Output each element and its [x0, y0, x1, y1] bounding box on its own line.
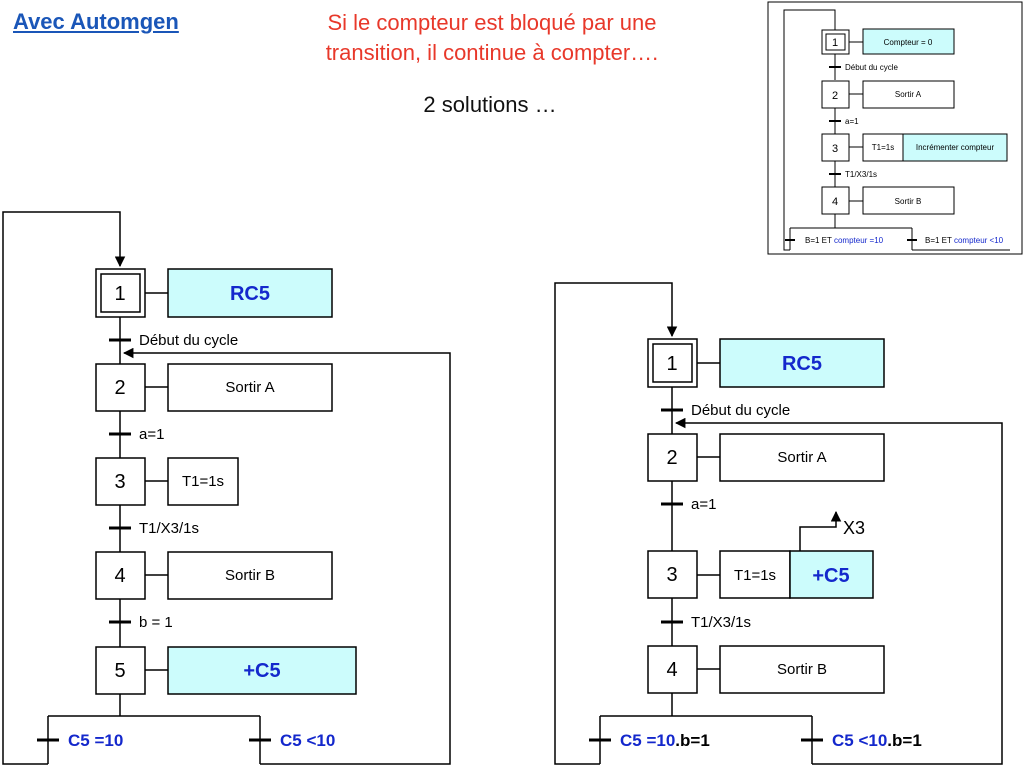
mini-step-number: 3	[832, 143, 838, 155]
mini-step-number: 4	[832, 196, 838, 208]
mini-action-box	[902, 133, 1008, 162]
left-transition-label: T1/X3/1s	[139, 520, 199, 537]
left-action-text: Sortir B	[225, 567, 275, 584]
page-title: Avec Automgen	[13, 9, 179, 34]
right-transition-label: T1/X3/1s	[691, 614, 751, 631]
mini-transition-label: T1/X3/1s	[845, 170, 877, 179]
right-action-t1	[719, 550, 791, 599]
left-transition-label: a=1	[139, 426, 164, 443]
right-action-text: Sortir A	[777, 449, 826, 466]
left-step-5	[95, 646, 146, 695]
mini-transition-label: Début du cycle	[845, 63, 898, 72]
mini-step-3	[821, 133, 850, 162]
right-step-number: 1	[666, 353, 677, 375]
right-step-1-inner	[652, 343, 693, 383]
right-branch-left-label: C5 =10.b=1	[620, 731, 710, 750]
mini-action-text: Compteur = 0	[884, 38, 933, 47]
right-transition-label: a=1	[691, 496, 716, 513]
right-branch-right-label: C5 <10.b=1	[832, 731, 922, 750]
right-event-arrow	[799, 510, 842, 551]
mini-action-text: T1=1s	[872, 143, 894, 152]
mini-step-number: 1	[832, 37, 838, 49]
solutions-text: 2 solutions …	[423, 92, 557, 117]
left-action-sortir-b	[167, 551, 333, 600]
left-transition-label: Début du cycle	[139, 332, 238, 349]
left-action-t1	[167, 457, 239, 506]
right-transition-label: Début du cycle	[691, 402, 790, 419]
right-inner-loop	[674, 417, 1003, 765]
headline-line-2: transition, il continue à compter….	[325, 40, 659, 65]
left-outer-loop	[2, 211, 126, 765]
mini-transition-label: a=1	[845, 117, 859, 126]
left-action-sortir-a	[167, 363, 333, 412]
right-action-sortir-b	[719, 645, 885, 694]
left-step-number: 2	[114, 377, 125, 399]
mini-action-text: Sortir A	[895, 90, 922, 99]
left-action-text: +C5	[243, 660, 280, 682]
right-step-number: 3	[666, 564, 677, 586]
mini-action-box	[862, 28, 955, 55]
mini-loop-line	[783, 9, 836, 251]
left-transition-label: b = 1	[139, 614, 173, 631]
headline-line-1: Si le compteur est bloqué par une	[327, 10, 657, 35]
left-step-number: 4	[114, 565, 125, 587]
right-action-text: +C5	[812, 565, 849, 587]
right-action-text: T1=1s	[734, 567, 776, 584]
mini-step-number: 2	[832, 90, 838, 102]
left-step-2	[95, 363, 146, 412]
right-step-number: 2	[666, 447, 677, 469]
right-step-2	[647, 433, 698, 482]
left-step-3	[95, 457, 146, 506]
right-step-3	[647, 550, 698, 599]
right-step-number: 4	[666, 659, 677, 681]
mini-branch-left-label: B=1 ET compteur =10	[805, 236, 884, 245]
right-action-plus-c5	[789, 550, 874, 599]
right-action-text: Sortir B	[777, 661, 827, 678]
left-step-1-inner	[100, 273, 141, 313]
headline: Si le compteur est bloqué par une transi…	[262, 8, 722, 68]
left-action-text: Sortir A	[225, 379, 274, 396]
mini-step-1-inner	[825, 33, 846, 51]
left-action-text: RC5	[230, 283, 270, 305]
mini-action-box	[862, 186, 955, 215]
left-inner-loop	[122, 347, 451, 765]
right-event-label: X3	[843, 518, 865, 538]
mini-branch-right-label: B=1 ET compteur <10	[925, 236, 1004, 245]
left-step-4	[95, 551, 146, 600]
mini-action-text: Incrémenter compteur	[916, 143, 995, 152]
right-action-text: RC5	[782, 353, 822, 375]
left-step-number: 1	[114, 283, 125, 305]
mini-frame	[767, 1, 1023, 255]
left-action-text: T1=1s	[182, 473, 224, 490]
left-action-plus-c5	[167, 646, 357, 695]
right-action-sortir-a	[719, 433, 885, 482]
right-step-4	[647, 645, 698, 694]
mini-action-box	[862, 80, 955, 109]
mini-step-2	[821, 80, 850, 109]
left-step-number: 5	[114, 660, 125, 682]
left-action-rc5	[167, 268, 333, 318]
right-outer-loop	[554, 282, 678, 765]
left-branch-left-label: C5 =10	[68, 731, 123, 750]
mini-action-text: Sortir B	[895, 197, 922, 206]
right-action-rc5	[719, 338, 885, 388]
left-step-number: 3	[114, 471, 125, 493]
mini-action-box	[862, 133, 904, 162]
left-branch-right-label: C5 <10	[280, 731, 335, 750]
